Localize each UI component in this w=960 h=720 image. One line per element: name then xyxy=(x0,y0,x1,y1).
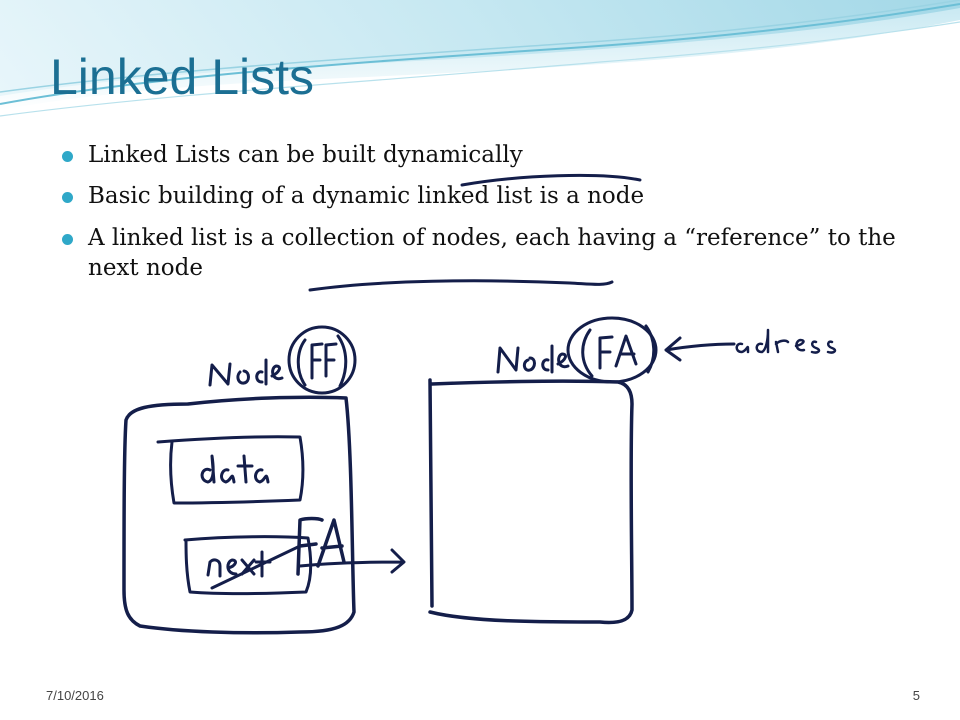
footer-date: 7/10/2016 xyxy=(46,688,104,703)
circle-fa xyxy=(566,316,658,384)
strikethrough-next xyxy=(210,544,302,590)
bullet-text: Linked Lists can be built dynamically xyxy=(88,142,523,168)
bullet-text: A linked list is a collection of nodes, … xyxy=(88,224,896,282)
bullet-item: A linked list is a collection of nodes, … xyxy=(62,223,922,284)
arrow-address xyxy=(664,336,736,362)
handwriting-ff xyxy=(310,342,338,380)
bullet-dot-icon xyxy=(62,192,73,204)
node-box-right xyxy=(428,378,634,625)
bullet-list: Linked Lists can be built dynamically Ba… xyxy=(62,140,922,294)
bullet-dot-icon xyxy=(62,151,73,162)
handwriting-fa xyxy=(296,516,346,576)
header-wave-decoration xyxy=(0,0,960,117)
bullet-text: Basic building of a dynamic linked list … xyxy=(88,183,645,210)
slide-title: Linked Lists xyxy=(50,49,315,105)
handwriting-next xyxy=(206,550,272,578)
handwriting-paren-fa xyxy=(581,324,656,378)
underline-dynamically xyxy=(460,173,642,187)
footer-page-number: 5 xyxy=(912,688,920,703)
circle-ff xyxy=(287,325,357,395)
next-box xyxy=(183,535,313,595)
handwriting-paren-ff xyxy=(296,334,348,388)
arrow-next-to-node xyxy=(298,548,406,574)
handwriting-fa-right xyxy=(598,334,638,370)
bullet-item: Linked Lists can be built dynamically xyxy=(62,140,922,170)
handwriting-node-right xyxy=(496,344,570,374)
bullet-dot-icon xyxy=(62,233,73,245)
handwriting-data xyxy=(200,454,270,484)
underline-collection-of-nodes xyxy=(308,279,614,292)
handwriting-address xyxy=(735,328,837,354)
data-box xyxy=(156,435,305,505)
handwriting-node-left xyxy=(208,358,284,387)
node-box-left xyxy=(122,395,356,635)
bullet-item: Basic building of a dynamic linked list … xyxy=(62,181,922,211)
